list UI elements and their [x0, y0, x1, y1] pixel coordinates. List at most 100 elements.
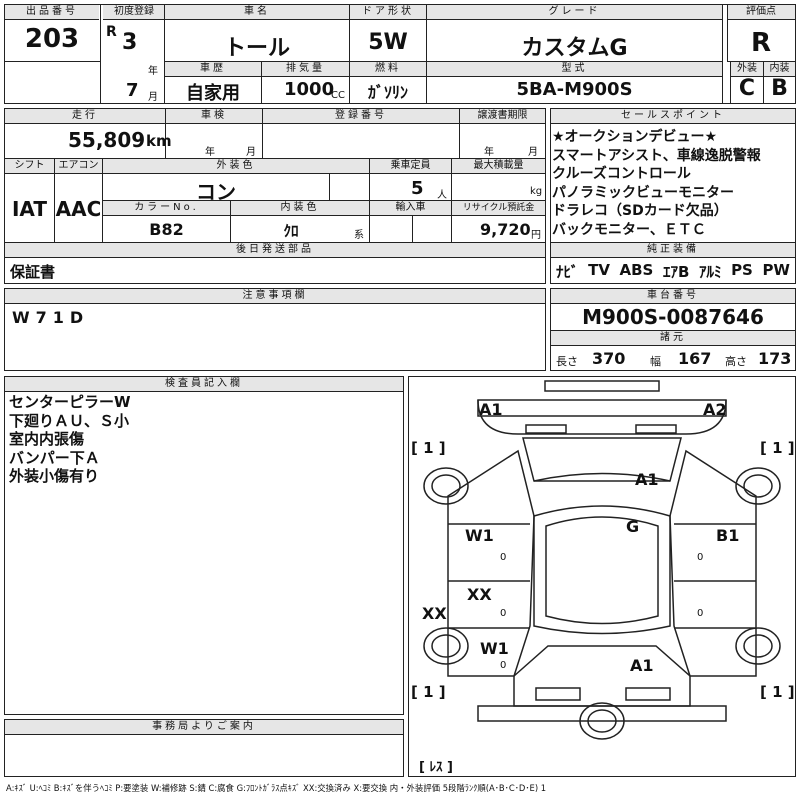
len-label: 長さ	[556, 355, 578, 368]
h-capacity: 乗車定員	[370, 159, 451, 174]
zero-1: 0	[500, 552, 507, 563]
later-parts: 保証書	[10, 263, 56, 281]
reg-year: 3	[122, 30, 138, 55]
h-interior: 内装	[764, 61, 795, 77]
h-regno: 登録番号	[263, 109, 459, 124]
sales-point-item: ★オークションデビュー★	[552, 129, 718, 145]
h-recycle: リサイクル預託金	[452, 201, 545, 216]
era-label: R	[106, 24, 117, 40]
h-office: 事務局よりご案内	[5, 720, 403, 735]
zero-5: 0	[697, 608, 704, 619]
inspector-note: バンパー下Ａ	[9, 448, 100, 467]
h-mileage: 走行	[5, 109, 165, 124]
fuel: ｶﾞｿﾘﾝ	[367, 83, 408, 102]
car-name: トール	[223, 36, 290, 61]
inspector-note: 外装小傷有り	[9, 467, 100, 485]
dmg-roof: G	[626, 517, 640, 536]
int-score: B	[771, 76, 788, 101]
door-type: 5W	[368, 30, 408, 55]
reg-month: 7	[126, 80, 139, 101]
h-grade: グレード	[427, 5, 722, 20]
equipment-item: TV	[588, 261, 610, 279]
persons-unit: 人	[437, 190, 447, 201]
h-exterior: 外装	[731, 61, 763, 77]
equipment-item: ABS	[619, 261, 654, 279]
inspector-note: 下廻りＡＵ、Ｓ小	[9, 411, 130, 430]
dmg-trunk: A1	[630, 656, 654, 675]
h-ext-color: 外装色	[103, 159, 369, 174]
eval-score: R	[750, 28, 772, 58]
h-fuel: 燃料	[350, 61, 426, 77]
h-inspector: 検査員記入欄	[5, 377, 403, 392]
dmg-lr-door: XX	[467, 585, 492, 604]
notes-box	[4, 288, 546, 371]
insp-month-unit: 月	[246, 147, 256, 158]
model-code: 5BA-M900S	[516, 79, 633, 100]
sales-point-item: スマートアシスト、車線逸脱警報	[552, 147, 761, 164]
spare-tire: [ ﾚｽ ]	[419, 760, 453, 775]
tire-lr: [ 1 ]	[411, 683, 446, 701]
zero-4: 0	[697, 552, 704, 563]
dmg-rf-door: B1	[716, 526, 740, 545]
dmg-lf-door: W1	[465, 526, 494, 545]
sales-point-item: クルーズコントロール	[552, 166, 691, 183]
equipment-item: ｴｱB	[662, 263, 690, 281]
h-dims: 諸元	[551, 331, 795, 346]
length: 370	[592, 349, 626, 368]
kei-unit: 系	[354, 230, 364, 241]
h-later-parts: 後日発送部品	[5, 243, 545, 258]
sales-point-item: パノラミックビューモニター	[552, 184, 734, 201]
transfer-month-unit: 月	[528, 147, 538, 158]
month-unit: 月	[148, 92, 158, 103]
equipment-item: ｱﾙﾐ	[698, 263, 722, 281]
h-chassis: 車台番号	[551, 289, 795, 304]
h-lot: 出品番号	[5, 5, 99, 20]
zero-2: 0	[500, 608, 507, 619]
dmg-tr: A2	[703, 400, 727, 419]
h-genuine: 純正装備	[551, 243, 795, 258]
height: 173	[758, 349, 792, 368]
h-sales-points: セールスポイント	[551, 109, 795, 124]
shift: IAT	[11, 197, 47, 221]
office-box	[4, 719, 404, 777]
legend: A:ｷｽﾞ U:ﾍｺﾐ B:ｷｽﾞを伴うﾍｺﾐ P:要塗装 W:補修跡 S:錆 …	[6, 783, 547, 793]
inspector-note: 室内内張傷	[9, 430, 85, 448]
ext-score: C	[738, 76, 756, 101]
tire-rf: [ 1 ]	[760, 439, 795, 457]
sales-points-list: ★オークションデビュー★ スマートアシスト、車線逸脱警報クルーズコントロールパノラ…	[552, 128, 796, 240]
width: 167	[678, 349, 712, 368]
sales-points-box	[550, 108, 796, 284]
h-shift: シフト	[5, 159, 54, 174]
tire-lf: [ 1 ]	[411, 439, 446, 457]
header-table	[4, 4, 796, 104]
lot-number: 203	[24, 24, 80, 54]
equipment-item: ﾅﾋﾞ	[556, 263, 579, 281]
equipment-item: PW	[762, 261, 790, 279]
chassis-box	[550, 288, 796, 371]
cc-unit: CC	[331, 90, 345, 101]
notes-text: W71D	[12, 308, 90, 327]
equipment-list: ﾅﾋﾞ TV ABS ｴｱB ｱﾙﾐ PS PW	[556, 261, 796, 282]
h-import: 輸入車	[370, 201, 451, 216]
h-eval: 評価点	[727, 5, 795, 20]
equipment-item: PS	[731, 261, 753, 279]
grade: カスタムG	[521, 36, 628, 61]
h-transfer: 譲渡書期限	[460, 109, 545, 124]
dmg-side-xx: XX	[422, 604, 447, 623]
dmg-tl: A1	[479, 400, 503, 419]
aircon: AAC	[55, 197, 102, 221]
year-unit: 年	[148, 66, 158, 77]
insp-year-unit: 年	[205, 147, 215, 158]
h-aircon: エアコン	[55, 159, 102, 174]
capacity: 5	[411, 178, 424, 199]
transfer-year-unit: 年	[484, 147, 494, 158]
color-no: B82	[149, 220, 184, 239]
h-first-reg: 初度登録	[103, 5, 165, 20]
sales-point-item: ドラレコ（SDカード欠品）	[552, 203, 728, 220]
int-color: ｸﾛ	[283, 222, 299, 240]
wid-label: 幅	[650, 355, 661, 368]
car-outline-diagram	[423, 380, 781, 740]
h-color-no: カラーNo.	[103, 201, 230, 216]
details-table	[4, 108, 546, 284]
h-displacement: 排気量	[262, 61, 349, 77]
